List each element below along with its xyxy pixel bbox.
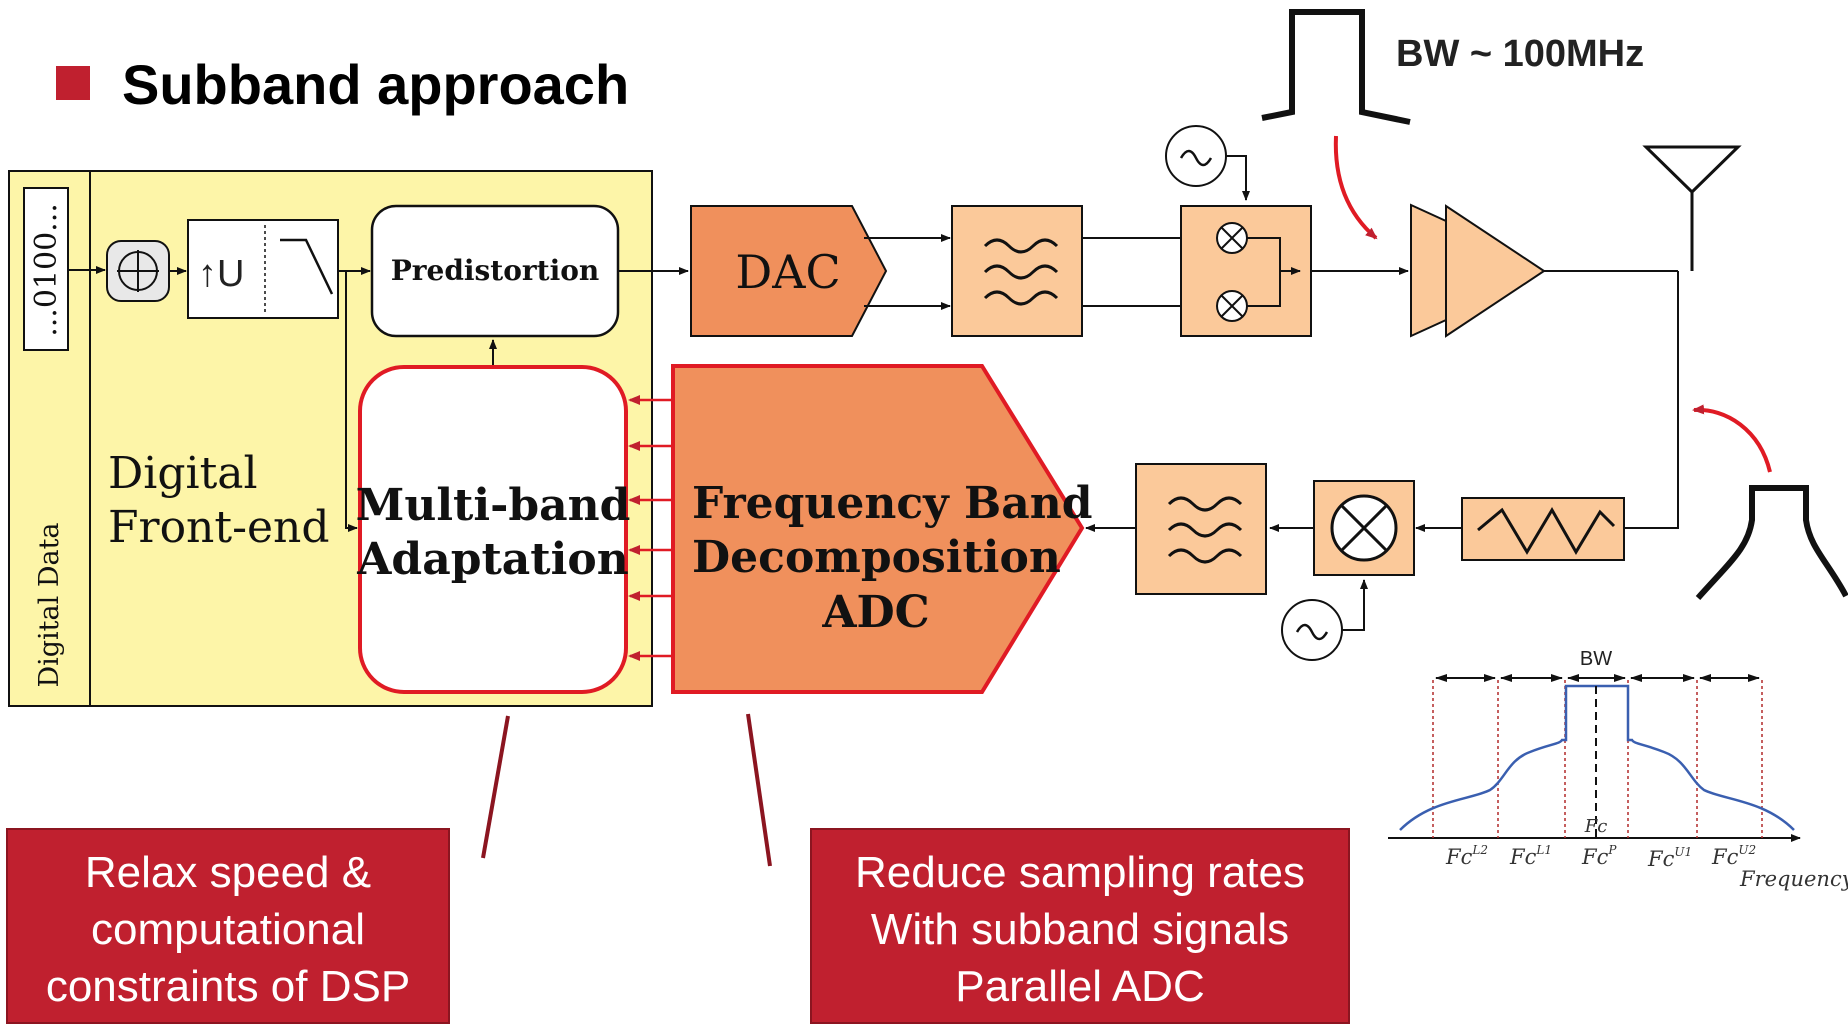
digital-data-label: Digital Data bbox=[34, 522, 65, 687]
tx-bandpass-filter bbox=[951, 205, 1083, 337]
spectrum-fc-center: Fc bbox=[1584, 816, 1608, 837]
multiband-label-line2: Adaptation bbox=[356, 534, 628, 585]
predistortion-label: Predistortion bbox=[391, 254, 600, 287]
callout-right-pointer bbox=[746, 713, 772, 867]
callout-right-line2: With subband signals bbox=[870, 905, 1290, 954]
rx-bandpass-filter bbox=[1135, 463, 1267, 595]
callout-left-pointer bbox=[481, 715, 510, 859]
lo-rx-wave bbox=[1295, 623, 1329, 641]
subband-signal-arrows bbox=[628, 395, 672, 661]
mixer-i-cross bbox=[1221, 227, 1243, 249]
tick-fc-l1: FcL1 bbox=[1509, 843, 1552, 869]
fbd-label-line2: Decomposition bbox=[692, 532, 1061, 583]
bits-box bbox=[23, 187, 69, 351]
red-curved-arrow-right bbox=[1692, 404, 1772, 473]
spectrum-axis-label: Frequency bbox=[1739, 867, 1848, 891]
attenuator-zigzag-icon bbox=[1477, 507, 1616, 555]
dfe-label-line2: Front-end bbox=[108, 502, 329, 553]
dac-block bbox=[690, 205, 888, 337]
rx-lo-to-mixer-arrow bbox=[1342, 579, 1368, 631]
subband-boundaries bbox=[1432, 680, 1763, 838]
tick-fc-p: FcP bbox=[1581, 843, 1617, 869]
wideband-spectrum-shape bbox=[1695, 485, 1848, 600]
dac-label: DAC bbox=[735, 245, 840, 299]
multiband-label-line1: Multi-band bbox=[356, 480, 631, 531]
rx-mixer-cross bbox=[1340, 504, 1388, 552]
tx-filter-wave-icon bbox=[983, 238, 1059, 306]
antenna-icon bbox=[1642, 145, 1742, 195]
tick-fc-u2: FcU2 bbox=[1711, 843, 1756, 869]
mixer-q-cross bbox=[1221, 295, 1243, 317]
tick-fc-u1: FcU1 bbox=[1647, 845, 1692, 871]
power-amplifier-icon bbox=[1445, 204, 1546, 338]
upsample-filter-block bbox=[187, 219, 339, 319]
subband-spectrum-plot: BW Fc FcL2 FcL1 FcP FcU1 FcU2 Frequency bbox=[1388, 648, 1848, 891]
spectrum-tick-labels: FcL2 FcL1 FcP FcU1 FcU2 bbox=[1445, 843, 1756, 871]
callout-right-line3: Parallel ADC bbox=[955, 962, 1205, 1011]
feedback-path-line bbox=[1624, 271, 1679, 529]
upsample-label: ↑U bbox=[198, 253, 244, 295]
title-bullet bbox=[56, 66, 90, 100]
dfe-label-line1: Digital bbox=[108, 448, 258, 499]
callout-left-line3: constraints of DSP bbox=[45, 962, 411, 1011]
callout-reduce-sampling: Reduce sampling rates With subband signa… bbox=[810, 828, 1350, 1024]
spectrum-bw-label: BW bbox=[1580, 648, 1612, 670]
fbd-label-line3: ADC bbox=[821, 587, 929, 638]
power-amplifier-back bbox=[1410, 203, 1447, 338]
lo-tx-wave bbox=[1179, 149, 1213, 167]
callout-left-line1: Relax speed & bbox=[84, 848, 372, 897]
feedback-attenuator-block bbox=[1461, 497, 1625, 561]
callout-left-line2: computational bbox=[91, 905, 365, 954]
callout-relax-speed: Relax speed & computational constraints … bbox=[6, 828, 450, 1024]
lowpass-filter-icon bbox=[280, 238, 334, 295]
page-title: Subband approach bbox=[122, 53, 629, 116]
tick-fc-l2: FcL2 bbox=[1445, 843, 1488, 869]
red-curved-arrow-top bbox=[1333, 135, 1378, 240]
bw-label: BW ~ 100MHz bbox=[1396, 33, 1644, 75]
rx-filter-wave-icon bbox=[1167, 496, 1243, 564]
lo-to-mixer-arrow bbox=[1226, 155, 1250, 201]
callout-right-line1: Reduce sampling rates bbox=[854, 848, 1305, 897]
frequency-band-decomposition-adc-block bbox=[671, 364, 1085, 694]
branch-to-multiband-arrow bbox=[345, 271, 358, 532]
bits-label: ...0100... bbox=[29, 203, 64, 337]
multiband-adaptation-block bbox=[358, 365, 628, 694]
narrowband-pulse-shape bbox=[1261, 9, 1411, 125]
fbd-label-line1: Frequency Band bbox=[692, 478, 1093, 529]
